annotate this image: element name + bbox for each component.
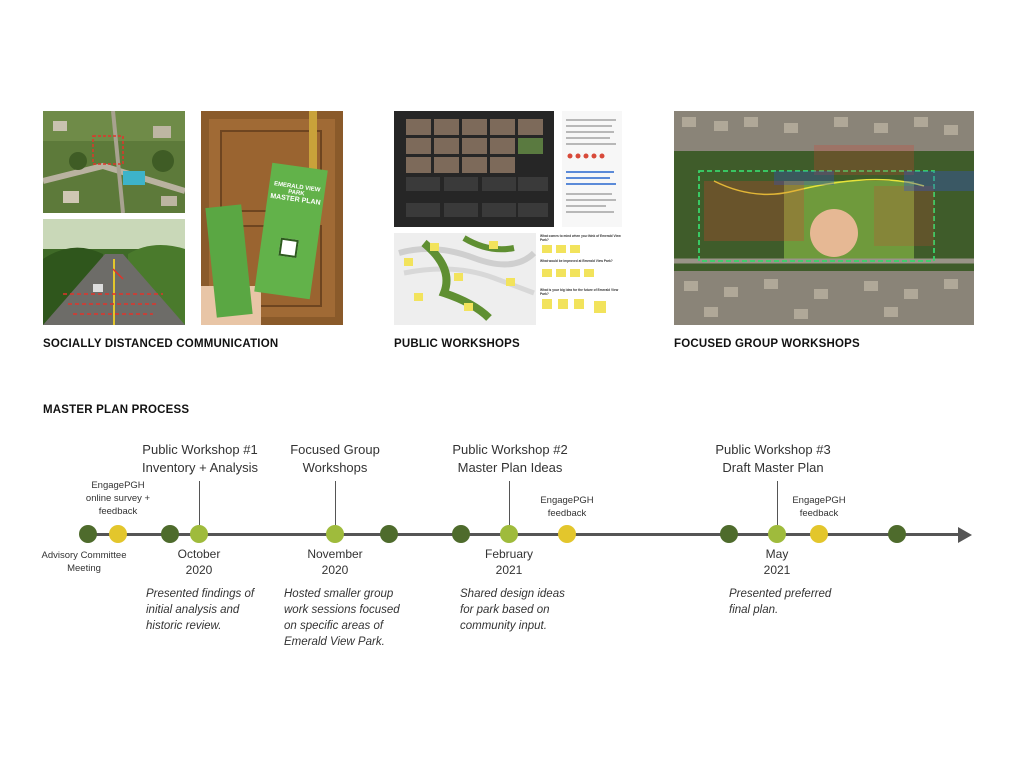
connector-fg — [335, 481, 336, 525]
date-pw1-month: October — [177, 547, 221, 561]
desc-pw1-line3: historic review. — [146, 620, 222, 632]
connector-pw2 — [509, 481, 510, 525]
desc-pw1-line2: initial analysis and — [146, 604, 240, 616]
milestone-fg-title: Focused Group Workshops — [290, 441, 380, 477]
timeline-dot-6 — [380, 525, 398, 543]
desc-fg-line1: Hosted smaller group — [284, 588, 394, 600]
date-pw2-year: 2021 — [495, 563, 523, 577]
timeline-dot-pw3 — [768, 525, 786, 543]
date-fg-year: 2020 — [321, 563, 349, 577]
section-label-focused-group: FOCUSED GROUP WORKSHOPS — [674, 338, 860, 350]
timeline-dot-fg — [326, 525, 344, 543]
label-engage2: EngagePGH feedback — [540, 494, 593, 520]
desc-pw2-line1: Shared design ideas — [460, 588, 565, 600]
label-engage2-line2: feedback — [547, 508, 587, 519]
label-engage2-line1: EngagePGH — [540, 495, 594, 506]
desc-pw1-line1: Presented findings of — [146, 588, 255, 600]
section-label-socially-distanced: SOCIALLY DISTANCED COMMUNICATION — [43, 338, 279, 350]
date-pw3: May 2021 — [764, 546, 791, 578]
timeline-dot-pw1 — [190, 525, 208, 543]
desc-fg-line2: work sessions focused — [284, 604, 400, 616]
timeline-dot-engage1 — [109, 525, 127, 543]
milestone-pw1-line2: Inventory + Analysis — [142, 460, 258, 475]
chat-panel-screenshot — [562, 111, 622, 227]
workshop-question-2: What would be improved at Emerald View P… — [540, 259, 613, 263]
milestone-fg-line2: Workshops — [302, 460, 368, 475]
timeline-dot-advisory — [79, 525, 97, 543]
label-engage3-line2: feedback — [799, 508, 839, 519]
label-engage1-line3: feedback — [98, 506, 138, 517]
section-label-public-workshops: PUBLIC WORKSHOPS — [394, 338, 520, 350]
date-pw2: February 2021 — [485, 546, 533, 578]
desc-fg-line3: on specific areas of — [284, 620, 384, 632]
timeline-dot-engage2 — [558, 525, 576, 543]
timeline-dot-13 — [888, 525, 906, 543]
road-photo — [43, 219, 185, 325]
qr-code-icon — [278, 237, 299, 258]
connector-pw3 — [777, 481, 778, 525]
video-call-screenshot — [394, 111, 554, 227]
timeline-dot-10 — [720, 525, 738, 543]
desc-pw2-line3: community input. — [460, 620, 547, 632]
connector-pw1 — [199, 481, 200, 525]
milestone-pw2-line2: Master Plan Ideas — [457, 460, 563, 475]
label-engage1-line1: EngagePGH — [91, 480, 145, 491]
label-advisory-line2: Meeting — [67, 563, 101, 574]
timeline-arrow-icon — [958, 527, 972, 543]
milestone-pw3-line1: Public Workshop #3 — [715, 442, 831, 457]
desc-pw2: Shared design ideas for park based on co… — [460, 586, 600, 634]
milestone-fg-line1: Focused Group — [290, 442, 380, 457]
section-label-master-plan-process: MASTER PLAN PROCESS — [43, 404, 190, 416]
milestone-pw2-title: Public Workshop #2 Master Plan Ideas — [452, 441, 567, 477]
date-pw1-year: 2020 — [185, 563, 213, 577]
desc-pw1: Presented findings of initial analysis a… — [146, 586, 286, 634]
workshop-question-3: What is your big idea for the future of … — [540, 288, 619, 296]
desc-pw3: Presented preferred final plan. — [729, 586, 869, 618]
milestone-pw1-line1: Public Workshop #1 — [142, 442, 258, 457]
label-engage1: EngagePGH online survey + feedback — [86, 479, 150, 518]
workshop-map-board: What comes to mind when you think of Eme… — [394, 233, 624, 325]
timeline-dot-7 — [452, 525, 470, 543]
date-pw1: October 2020 — [178, 546, 221, 578]
date-fg-month: November — [307, 547, 363, 561]
milestone-pw1-title: Public Workshop #1 Inventory + Analysis — [142, 441, 258, 477]
label-engage1-line2: online survey + — [85, 493, 151, 504]
date-pw3-year: 2021 — [763, 563, 791, 577]
label-engage3: EngagePGH feedback — [792, 494, 845, 520]
date-fg: November 2020 — [307, 546, 362, 578]
focused-group-aerial-map — [674, 111, 974, 325]
desc-fg-line4: Emerald View Park. — [284, 636, 385, 648]
door-hanger-photo: EMERALD VIEW PARK MASTER PLAN — [201, 111, 343, 325]
desc-pw3-line2: final plan. — [729, 604, 779, 616]
date-pw2-month: February — [484, 547, 534, 561]
aerial-photo-small — [43, 111, 185, 213]
label-advisory-line1: Advisory Committee — [41, 550, 127, 561]
label-advisory: Advisory Committee Meeting — [42, 549, 127, 575]
desc-pw2-line2: for park based on — [460, 604, 550, 616]
milestone-pw2-line1: Public Workshop #2 — [452, 442, 568, 457]
timeline-dot-3 — [161, 525, 179, 543]
timeline-dot-engage3 — [810, 525, 828, 543]
date-pw3-month: May — [765, 547, 789, 561]
milestone-pw3-line2: Draft Master Plan — [722, 460, 824, 475]
timeline-line — [88, 533, 962, 536]
desc-pw3-line1: Presented preferred — [729, 588, 832, 600]
timeline-dot-pw2 — [500, 525, 518, 543]
label-engage3-line1: EngagePGH — [792, 495, 846, 506]
workshop-question-1: What comes to mind when you think of Eme… — [540, 234, 621, 242]
milestone-pw3-title: Public Workshop #3 Draft Master Plan — [715, 441, 830, 477]
desc-fg: Hosted smaller group work sessions focus… — [284, 586, 424, 650]
